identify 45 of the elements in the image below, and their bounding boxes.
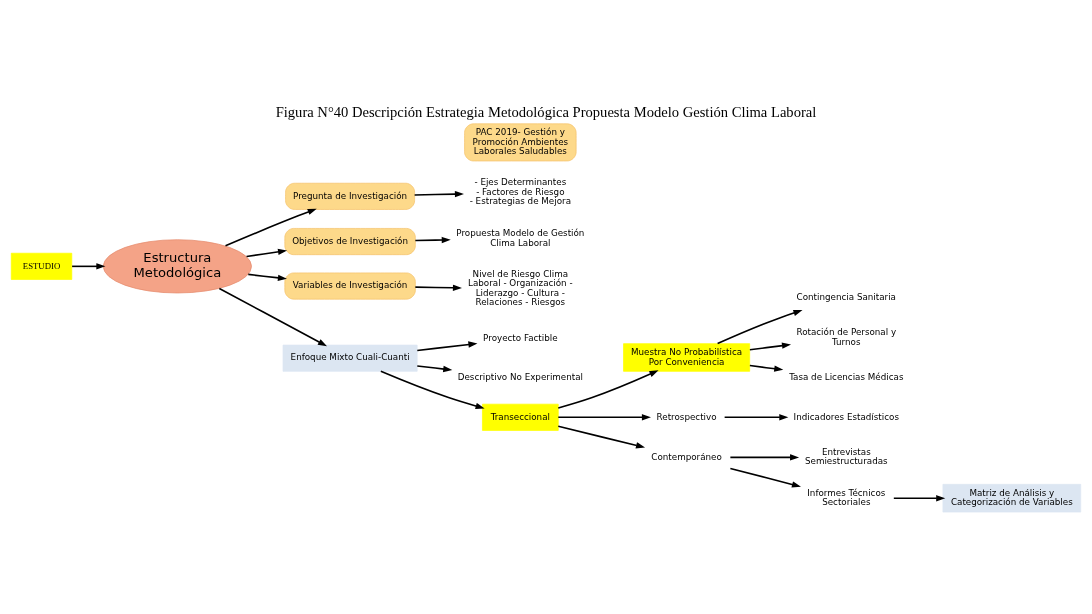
node-text: Contemporáneo <box>651 451 722 462</box>
node-text: Contingencia Sanitaria <box>796 291 896 302</box>
node-box: Transeccional <box>482 403 559 431</box>
node-box: Pregunta de Investigación <box>285 182 415 210</box>
node-text: Descriptivo No Experimental <box>457 372 583 383</box>
arrow <box>380 370 485 410</box>
arrow <box>723 414 789 421</box>
arrow <box>557 425 646 449</box>
arrow <box>749 364 784 372</box>
node-text: Nivel de Riesgo Clima Laboral - Organización - Liderazgo - Cultura - Relaciones - Riesgos <box>468 268 573 308</box>
arrow <box>413 190 464 198</box>
node-box: Variables de Investigación <box>284 272 416 300</box>
node-text: Indicadores Estadísticos <box>793 411 899 422</box>
arrow <box>416 365 453 373</box>
node-box: ESTUDIO <box>10 252 73 280</box>
node-text: Informes Técnicos Sectoriales <box>807 487 886 508</box>
node-text: Entrevistas Semiestructuradas <box>804 446 888 467</box>
arrow <box>716 309 803 345</box>
node-box: PAC 2019- Gestión y Promoción Ambientes Laborales Saludables <box>464 123 577 162</box>
arrow <box>557 370 659 409</box>
arrow <box>749 342 792 351</box>
arrow <box>729 467 801 488</box>
arrow <box>414 236 451 244</box>
node-box: Matriz de Análisis y Categorización de Variables <box>942 484 1082 513</box>
arrow <box>557 414 651 421</box>
arrow <box>224 208 317 247</box>
node-box: Muestra No Probabilística Por Conveniencia <box>623 343 751 372</box>
node-text: - Ejes Determinantes - Factores de Riesgo - Estrategias de Mejora <box>469 177 572 207</box>
node-text: Rotación de Personal y Turnos <box>796 327 897 347</box>
arrow <box>218 287 327 347</box>
arrow <box>71 263 106 270</box>
node-ellipse: Estructura Metodológica <box>102 239 252 294</box>
arrow <box>245 248 288 258</box>
arrow <box>247 273 287 281</box>
arrow <box>416 341 478 352</box>
node-text: Retrospectivo <box>656 411 717 422</box>
arrow <box>893 495 946 502</box>
arrow <box>729 454 800 461</box>
node-box: Objetivos de Investigación <box>284 228 416 256</box>
arrow <box>414 284 462 291</box>
node-text: Propuesta Modelo de Gestión Clima Laboral <box>456 228 585 248</box>
diagram-title: Figura N°40 Descripción Estrategia Metodológica Propuesta Modelo Gestión Clima Laboral <box>275 103 817 120</box>
node-box: Enfoque Mixto Cuali-Cuanti <box>282 344 418 372</box>
node-text: Tasa de Licencias Médicas <box>789 372 904 383</box>
node-text: Proyecto Factible <box>483 332 558 343</box>
